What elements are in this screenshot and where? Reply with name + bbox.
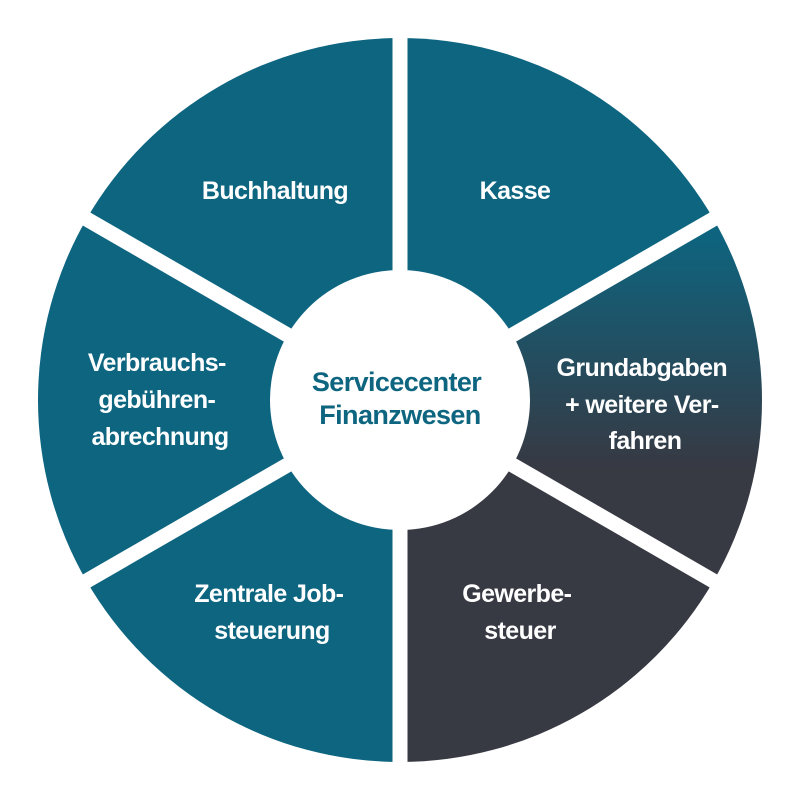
segment-grundabgaben	[400, 219, 762, 581]
center-circle	[270, 270, 530, 530]
segment-label-zentrale-jobsteuerung: Zentrale Job- steuerung	[194, 580, 350, 645]
segment-verbrauchsgebuehrenabrechnung	[37, 219, 400, 581]
segment-label-verbrauchsgebuehrenabrechnung: Verbrauchs- gebühren- abrechnung	[88, 349, 232, 451]
center-title: Servicecenter Finanzwesen	[312, 367, 488, 430]
segment-label-gewerbesteuer: Gewerbe- steuer	[462, 580, 578, 645]
segment-label-grundabgaben: Grundabgaben + weitere Ver- fahren	[557, 354, 734, 455]
segment-label-kasse: Kasse	[480, 177, 551, 205]
segment-label-buchhaltung: Buchhaltung	[202, 177, 348, 205]
